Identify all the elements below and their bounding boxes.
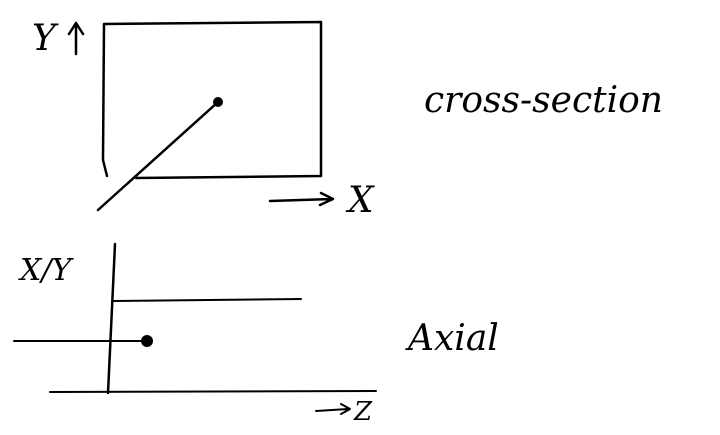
cross-section-box xyxy=(101,20,323,180)
y-up-arrow-icon xyxy=(67,21,85,56)
y-axis-label: Y xyxy=(32,18,59,59)
axial-baseline xyxy=(49,390,377,393)
axial-upper-line xyxy=(111,298,302,302)
axial-caption: Axial xyxy=(405,318,499,359)
cross-section-point xyxy=(213,97,223,107)
cross-section-panel xyxy=(67,20,335,212)
z-right-arrow-icon xyxy=(315,403,351,415)
axial-point xyxy=(141,335,153,347)
x-axis-label: X xyxy=(345,180,375,221)
axial-vertical-axis xyxy=(106,242,117,395)
axial-vertical-label: X/Y xyxy=(18,253,74,288)
axial-panel xyxy=(13,242,377,415)
axial-horizontal-label: Z xyxy=(353,397,373,427)
x-right-arrow-icon xyxy=(268,191,335,207)
cross-section-caption: cross-section xyxy=(424,80,663,121)
ray-line xyxy=(96,100,220,212)
